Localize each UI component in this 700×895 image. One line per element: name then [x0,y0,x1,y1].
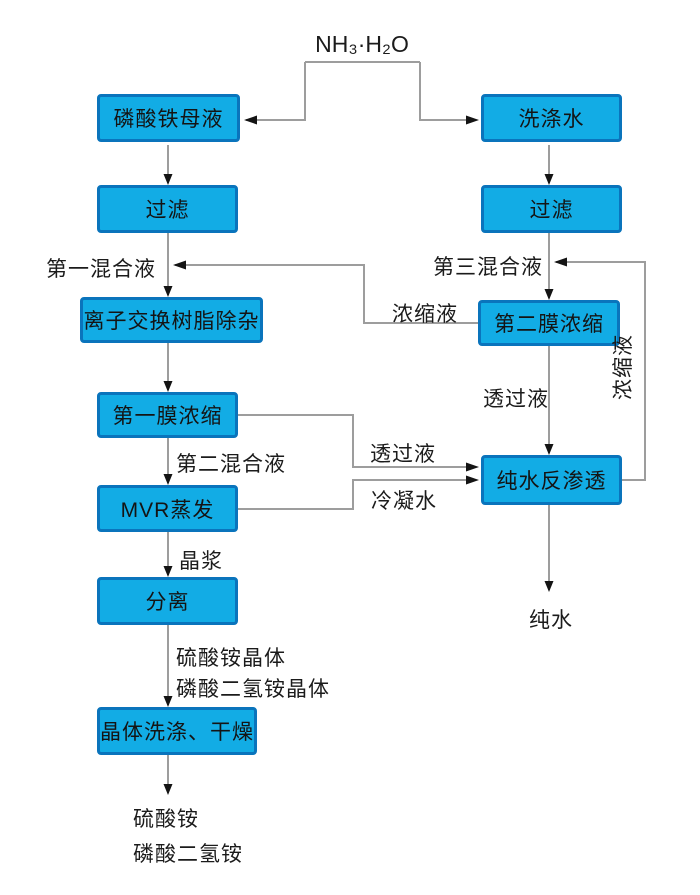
arrow-down-icon [163,381,173,392]
flow-label-ammonium-dihydrogen-phosphate: 磷酸二氢铵 [133,843,243,866]
node-crystal-washing-drying: 晶体洗涤、干燥 [97,707,257,755]
node-separation: 分离 [97,577,238,625]
arrow-down-icon [163,784,173,795]
arrowheads [163,115,567,795]
node-ion-exchange-resin-purification: 离子交换树脂除杂 [80,297,263,343]
flow-label-second-mixture: 第二混合液 [176,453,286,476]
flow-label-permeate-right: 透过液 [483,388,549,411]
connector-membrane2-to-mix1 [175,264,478,324]
flow-label-permeate-left: 透过液 [370,443,436,466]
flow-label-pure-water: 纯水 [529,609,573,632]
flow-label-ammonium-dihydrogen-phosphate-crystal: 磷酸二氢铵晶体 [176,678,330,701]
connector-ammonia-split [246,61,476,121]
node-pure-water-reverse-osmosis: 纯水反渗透 [481,455,622,505]
arrow-right-icon [466,475,479,485]
node-mvr-evaporation: MVR蒸发 [97,485,238,532]
connector-membrane1-permeate-to-ro [238,414,470,468]
arrow-down-icon [163,174,173,185]
node-filter-left: 过滤 [97,185,238,233]
connector-mvr-condensate-to-ro [238,479,470,510]
node-second-membrane-concentration: 第二膜浓缩 [478,300,620,346]
connector-ro-to-mix3 [556,261,646,481]
arrow-down-icon [163,286,173,297]
flow-label-third-mixture: 第三混合液 [433,256,543,279]
arrow-down-icon [544,444,554,455]
flow-label-ammonia-water: NH₃·H₂O [315,31,409,57]
node-filter-right: 过滤 [481,185,622,233]
flow-label-condensate: 冷凝水 [371,490,437,513]
flow-label-ammonium-sulfate-crystal: 硫酸铵晶体 [176,647,286,670]
arrow-down-icon [163,474,173,485]
flow-label-concentrate-vertical: 浓缩液 [612,334,635,400]
flow-label-crystal-slurry: 晶浆 [179,550,223,573]
node-iron-phosphate-mother-liquor: 磷酸铁母液 [97,94,240,142]
flow-label-first-mixture: 第一混合液 [46,258,156,281]
arrow-down-icon [544,174,554,185]
arrow-left-icon [173,260,186,270]
flow-label-ammonium-sulfate: 硫酸铵 [133,808,199,831]
arrow-right-icon [466,462,479,472]
connector-lines [167,61,646,793]
arrow-right-icon [466,115,479,125]
arrow-left-icon [244,115,257,125]
node-washing-water: 洗涤水 [481,94,622,142]
arrow-down-icon [163,566,173,577]
arrow-down-icon [544,581,554,592]
flow-label-concentrate-left: 浓缩液 [392,303,458,326]
arrow-down-icon [163,696,173,707]
node-first-membrane-concentration: 第一膜浓缩 [97,392,238,438]
arrow-left-icon [554,257,567,267]
arrow-down-icon [544,289,554,300]
